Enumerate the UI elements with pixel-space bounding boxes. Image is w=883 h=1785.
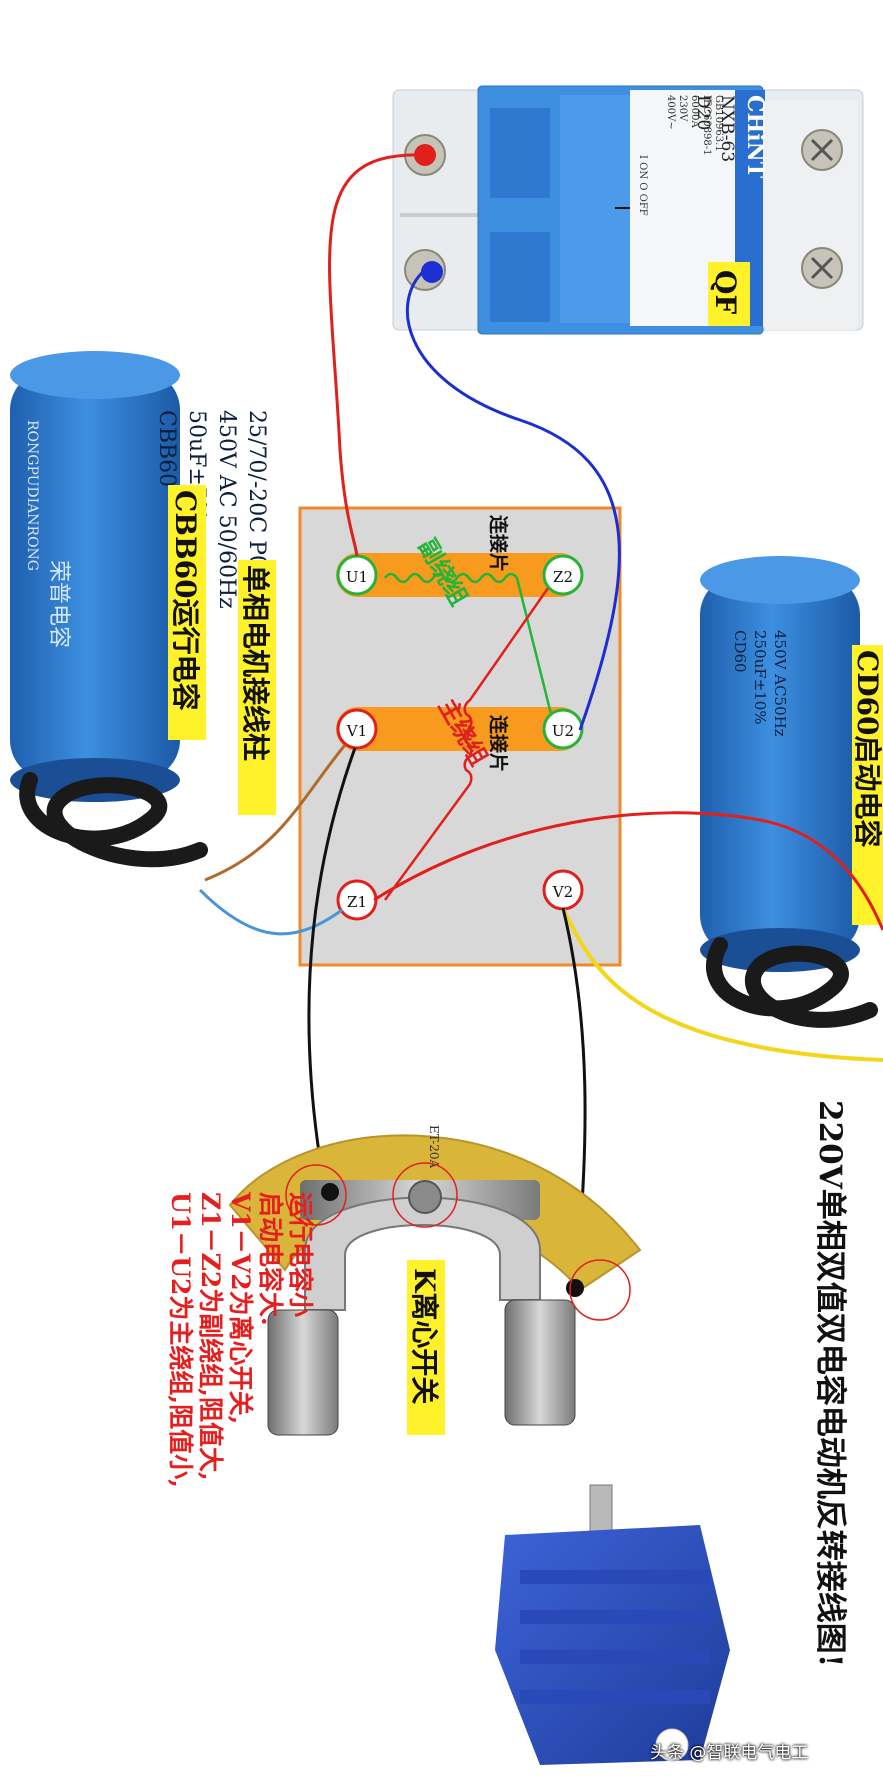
note-line: Z1－Z2为副绕组,阻值大, (196, 1192, 225, 1481)
run-capacitor-print-line: 25/70/-20C P0 (244, 410, 269, 569)
link-label-bottom: 连接片 (487, 715, 510, 772)
run-capacitor-print-line: 450V AC 50/60Hz (214, 410, 239, 609)
run-capacitor-print-line: CBB60 (154, 410, 179, 487)
switch-board-mark: ET-20A (427, 1125, 441, 1169)
run-capacitor-label-bg (168, 485, 206, 740)
start-capacitor-label-bg (852, 645, 883, 925)
notes-block: U1－U2为主绕组,阻值小,Z1－Z2为副绕组,阻值大,V1－V2为离心开关,启… (166, 1191, 315, 1488)
breaker-spec-line: 6000A (689, 95, 700, 128)
qf-label: QF (709, 270, 742, 314)
watermark: 头条 @智联电气电工 (650, 1743, 809, 1763)
breaker-spec-line: 400V~ (665, 95, 676, 130)
terminal-u2: U2 (542, 708, 584, 750)
breaker-spec-line: 230V (677, 95, 688, 122)
terminal-z2: Z2 (542, 554, 584, 596)
main-winding-coil (383, 577, 557, 901)
svg-text:V1: V1 (346, 722, 367, 740)
start-capacitor-print-line: 450V AC50Hz (771, 630, 789, 737)
breaker-spec-line: GB10963.1 (713, 95, 724, 152)
centrifugal-switch: ET-20A K离心开关 (228, 1125, 642, 1436)
breaker-model: NXB-63 (717, 95, 737, 162)
svg-text:U1: U1 (346, 568, 368, 586)
start-capacitor-print-line: CD60 (731, 630, 749, 673)
svg-text:Z2: Z2 (553, 568, 573, 586)
start-capacitor-label: CD60启动电容 (851, 650, 883, 848)
note-line: 运行电容小 (286, 1192, 315, 1317)
switch-label: K离心开关 (408, 1268, 441, 1404)
terminal-board-label-bg (238, 560, 276, 815)
breaker-on-off: I ON O OFF (637, 155, 648, 216)
terminal-v1: V1 (336, 708, 378, 750)
breaker-spec-line: IEC60898-1 (701, 95, 712, 155)
note-line: U1－U2为主绕组,阻值小, (166, 1192, 195, 1488)
svg-text:V2: V2 (552, 883, 573, 901)
terminal-board: 单相电机接线柱 连接片 连接片 副绕组 主绕组 U1 Z2 V1 (238, 506, 622, 967)
terminal-v2: V2 (542, 869, 584, 911)
note-line: 启动电容大. (256, 1192, 285, 1326)
switch-label-bg (407, 1260, 445, 1435)
breaker-rating: D20 (693, 95, 713, 130)
run-capacitor-label: CBB60运行电容 (169, 490, 202, 711)
terminal-board-label: 单相电机接线柱 (239, 565, 272, 761)
terminal-u1: U1 (336, 554, 378, 596)
motor (495, 1484, 730, 1765)
start-capacitor-print-line: 250uF±10% (751, 630, 769, 725)
svg-text:Z1: Z1 (347, 893, 367, 911)
run-capacitor-brand: RONGPUDIANRONG (24, 420, 40, 571)
aux-winding-coil (384, 572, 557, 731)
link-label-top: 连接片 (487, 515, 510, 572)
qf-label-bg (708, 262, 750, 326)
link-plate-bottom (336, 707, 582, 751)
terminal-z1: Z1 (336, 879, 378, 921)
svg-text:U2: U2 (552, 722, 574, 740)
breaker-brand: CHiNT (742, 95, 768, 179)
run-capacitor-brand-cn: 荣普电容 (46, 560, 71, 648)
note-line: V1－V2为离心开关, (226, 1191, 255, 1424)
diagram-title: 220V单相双值双电容电动机反转接线图! (812, 1100, 848, 1667)
